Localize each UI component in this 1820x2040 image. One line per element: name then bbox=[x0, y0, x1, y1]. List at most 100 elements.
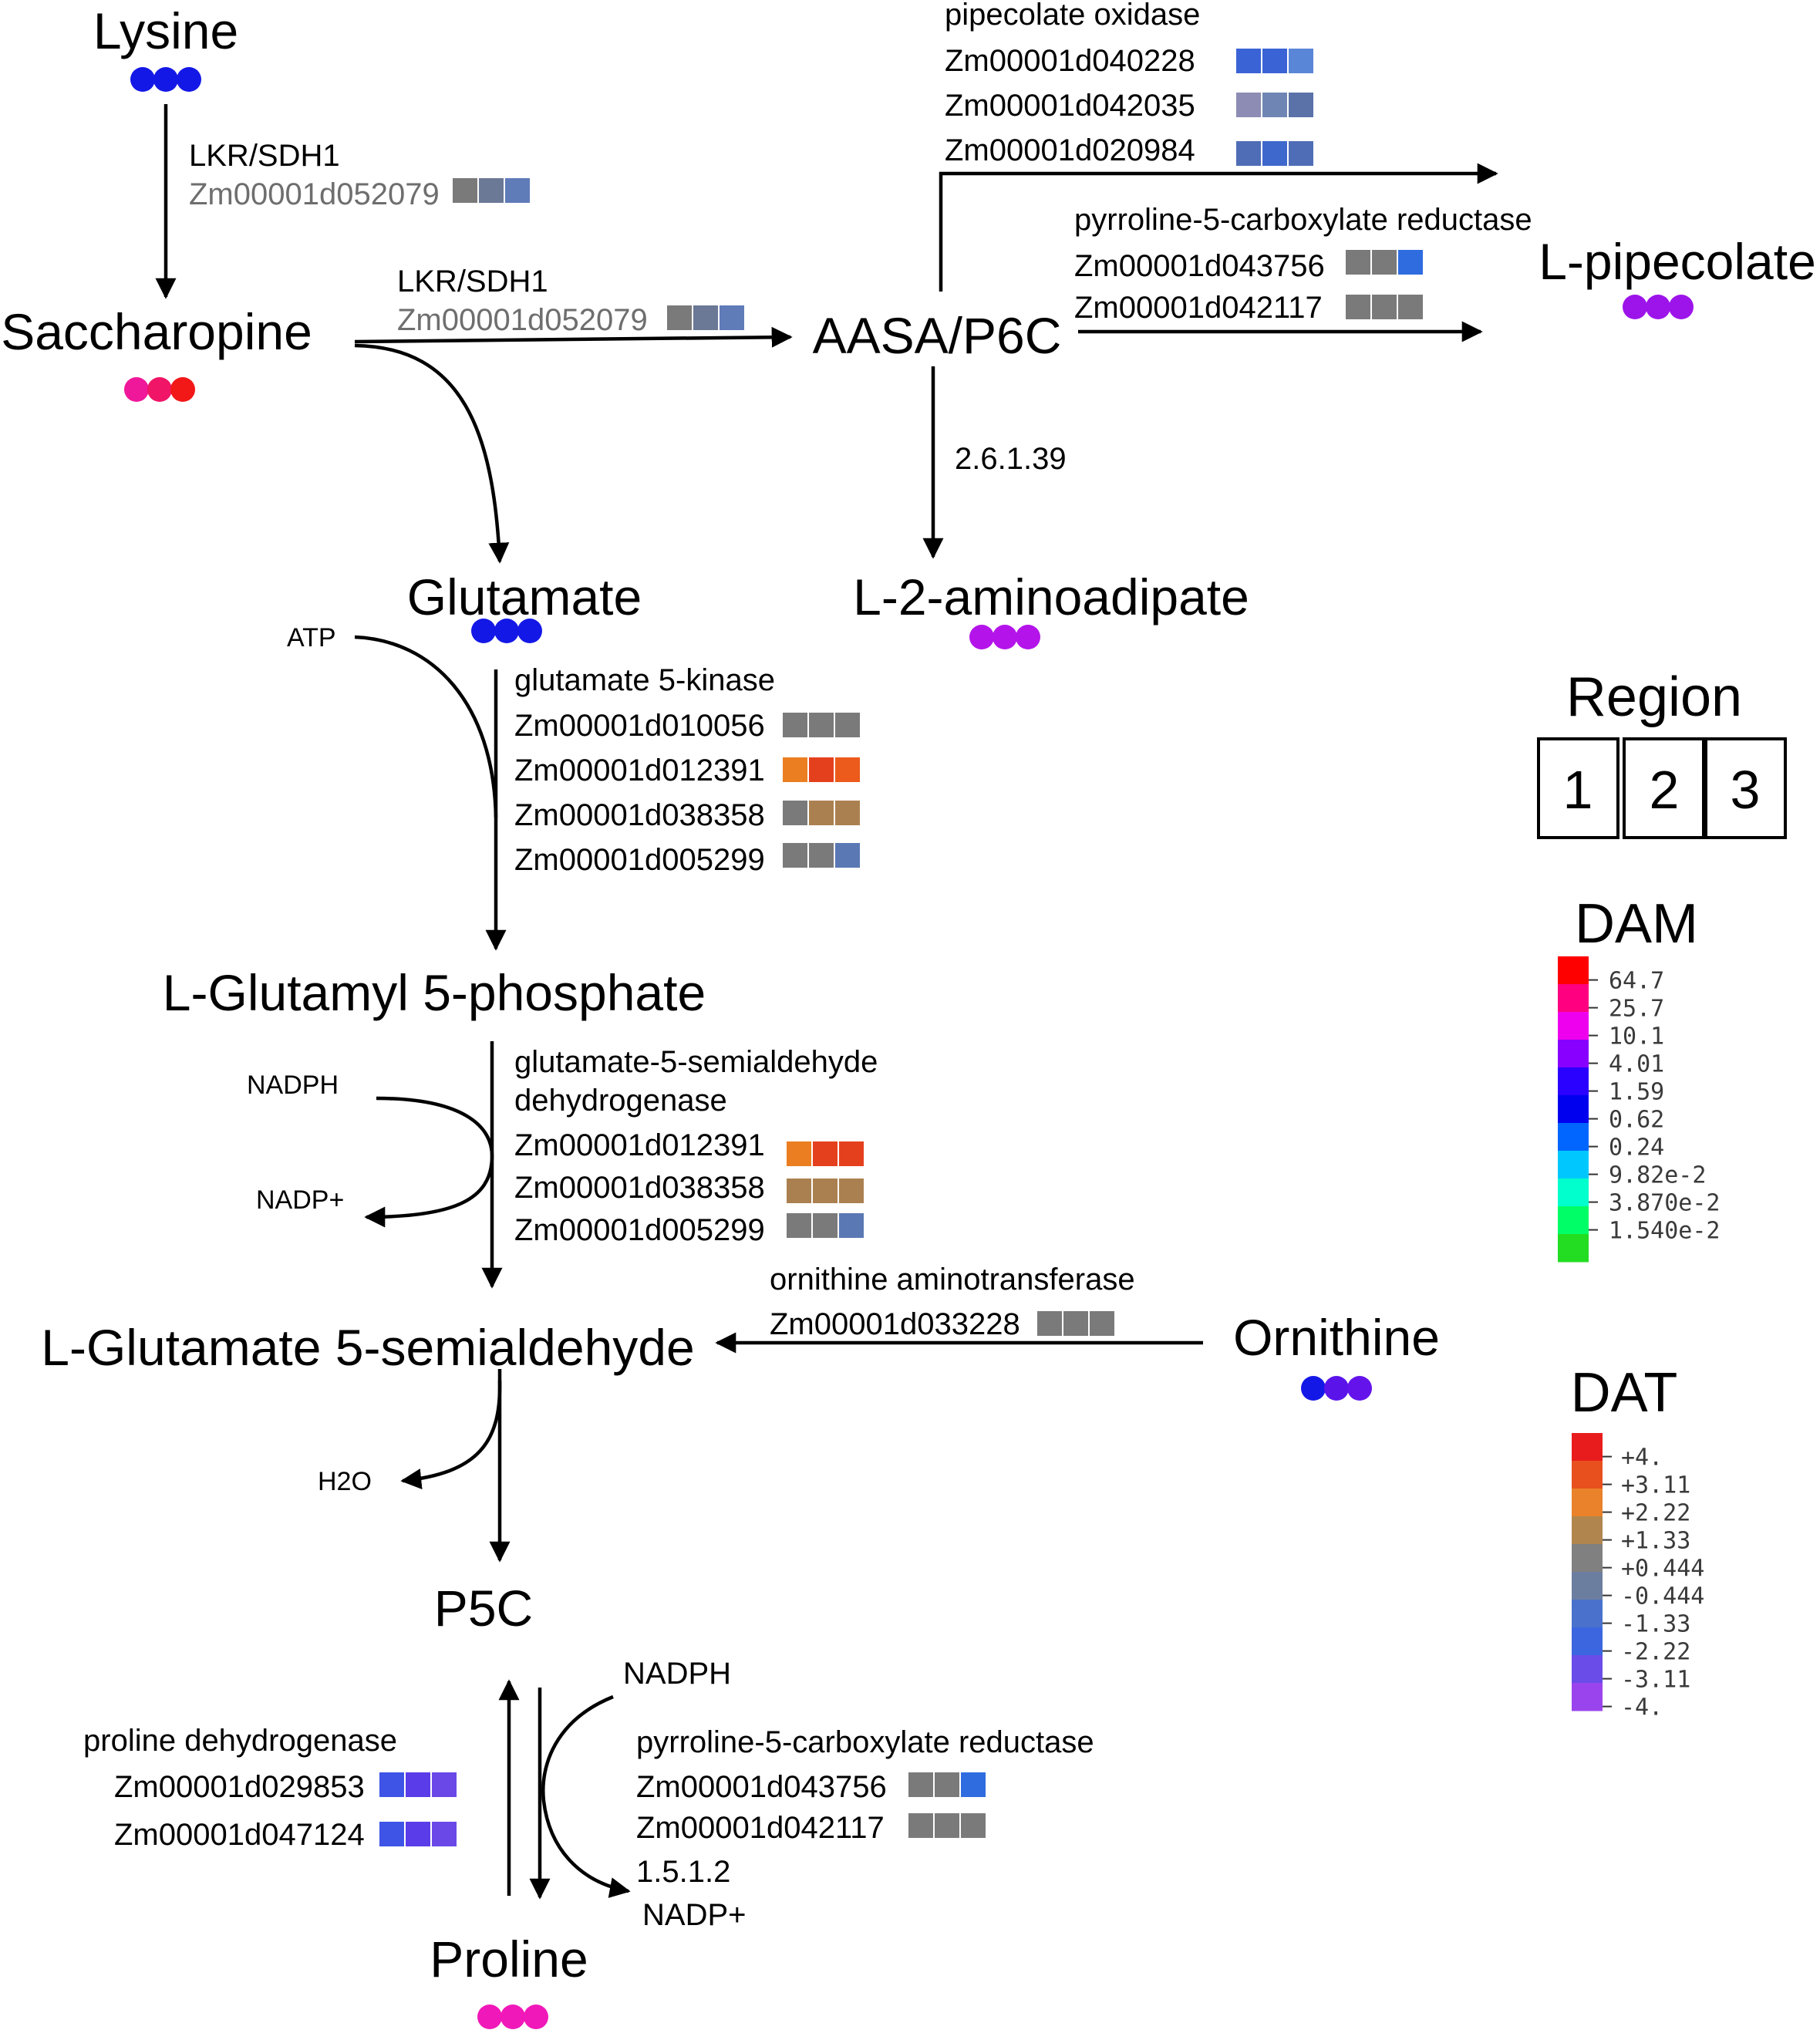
expression-heat bbox=[379, 1772, 457, 1797]
gene-id: Zm00001d005299 bbox=[514, 843, 765, 877]
expression-cell-region-1 bbox=[453, 178, 477, 203]
metabolite-lysine: Lysine bbox=[93, 2, 238, 92]
abundance-dot-region-2 bbox=[993, 625, 1017, 649]
gene-id: Zm00001d038358 bbox=[514, 1171, 765, 1205]
enzyme-title: ornithine aminotransferase bbox=[770, 1263, 1135, 1296]
expression-cell-region-3 bbox=[1398, 250, 1423, 275]
abundance-dots bbox=[477, 2005, 548, 2029]
expression-heat bbox=[1236, 93, 1313, 117]
dam-color-scale: 64.725.710.14.011.590.620.249.82e-23.870… bbox=[1558, 956, 1721, 1263]
abundance-dots bbox=[124, 377, 195, 402]
expression-cell-region-1 bbox=[379, 1822, 404, 1846]
gene-row: Zm00001d040228 bbox=[945, 44, 1313, 78]
abundance-dot-region-3 bbox=[1347, 1376, 1372, 1401]
arrow-h2o bbox=[400, 1380, 502, 1489]
metabolite-saccharopine: Saccharopine bbox=[1, 303, 312, 402]
gene-row: Zm00001d042117 bbox=[636, 1811, 986, 1845]
cofactors: ATP NADPH NADP+ H2O NADPH 1.5.1.2 NADP+ bbox=[247, 623, 747, 1932]
expression-cell-region-2 bbox=[809, 843, 834, 868]
expression-heat bbox=[1346, 250, 1423, 275]
expression-cell-region-1 bbox=[667, 305, 692, 330]
expression-cell-region-1 bbox=[1236, 93, 1261, 117]
scale-swatch bbox=[1572, 1627, 1603, 1656]
scale-label: 10.1 bbox=[1609, 1023, 1664, 1050]
gene-row: Zm00001d020984 bbox=[945, 133, 1313, 167]
scale-swatch bbox=[1558, 1123, 1589, 1152]
scale-swatch bbox=[1558, 1095, 1589, 1124]
expression-heat bbox=[1236, 49, 1313, 73]
reaction-arrows bbox=[155, 104, 1498, 1900]
expression-cell-region-2 bbox=[1262, 141, 1287, 166]
enzyme-title: glutamate 5-kinase bbox=[514, 663, 775, 697]
abundance-dot-region-2 bbox=[501, 2005, 525, 2029]
abundance-dot-region-1 bbox=[471, 619, 496, 643]
expression-cell-region-3 bbox=[839, 1141, 864, 1166]
cofactor-h2o: H2O bbox=[318, 1467, 372, 1496]
abundance-dot-region-2 bbox=[147, 377, 172, 402]
expression-cell-region-3 bbox=[432, 1822, 457, 1846]
region-box-2 bbox=[1623, 737, 1705, 839]
expression-cell-region-3 bbox=[720, 305, 744, 330]
gene-id: Zm00001d012391 bbox=[514, 1128, 765, 1162]
expression-cell-region-2 bbox=[693, 305, 718, 330]
gene-row: Zm00001d033228 bbox=[770, 1307, 1114, 1341]
expression-cell-region-2 bbox=[1372, 250, 1397, 275]
scale-swatch bbox=[1558, 1178, 1589, 1207]
gene-row: Zm00001d010056 bbox=[514, 709, 860, 743]
scale-swatch bbox=[1572, 1489, 1603, 1517]
scale-label: 0.62 bbox=[1609, 1107, 1664, 1134]
gene-row: Zm00001d012391 bbox=[514, 1128, 864, 1166]
expression-cell-region-3 bbox=[839, 1213, 864, 1238]
expression-cell-region-2 bbox=[809, 713, 834, 737]
metabolite-name: Ornithine bbox=[1233, 1309, 1440, 1366]
expression-cell-region-3 bbox=[1090, 1311, 1114, 1336]
abundance-dots bbox=[1623, 295, 1694, 319]
gene-id: Zm00001d020984 bbox=[945, 133, 1195, 167]
expression-heat bbox=[453, 178, 530, 203]
expression-cell-region-2 bbox=[1262, 49, 1287, 73]
expression-cell-region-3 bbox=[839, 1178, 864, 1203]
gene-id: Zm00001d005299 bbox=[514, 1213, 765, 1247]
region-box-1 bbox=[1537, 737, 1619, 839]
arrow-atp bbox=[354, 635, 498, 818]
expression-cell-region-3 bbox=[961, 1772, 986, 1797]
scale-swatch bbox=[1558, 1012, 1589, 1040]
arrow-aasa-pipecolate-oxidase bbox=[939, 163, 1498, 292]
expression-cell-region-2 bbox=[1262, 93, 1287, 117]
gene-id: Zm00001d043756 bbox=[1074, 249, 1325, 283]
legend: Region 1 2 3 DAM 64.725.710.14.011.590.6… bbox=[1537, 666, 1787, 1721]
enzyme-g5s-dehydrogenase: glutamate-5-semialdehyde dehydrogenase Z… bbox=[514, 1045, 878, 1247]
expression-cell-region-3 bbox=[835, 713, 860, 737]
metabolite-proline: Proline bbox=[430, 1930, 588, 2029]
ec-2-6-1-39: 2.6.1.39 bbox=[955, 442, 1067, 476]
arrow-saccharopine-glutamate bbox=[354, 343, 510, 564]
scale-label: 0.24 bbox=[1609, 1135, 1664, 1162]
expression-cell-region-2 bbox=[406, 1772, 430, 1797]
metabolite-aasa: AASA/P6C bbox=[813, 307, 1062, 364]
expression-cell-region-1 bbox=[783, 843, 807, 868]
expression-heat bbox=[1346, 295, 1423, 319]
expression-heat bbox=[787, 1213, 864, 1238]
metabolite-ornithine: Ornithine bbox=[1233, 1309, 1440, 1401]
scale-label: 1.59 bbox=[1609, 1079, 1664, 1106]
scale-swatch bbox=[1558, 1206, 1589, 1235]
gene-id: Zm00001d010056 bbox=[514, 709, 765, 743]
enzyme-pipecolate-oxidase: pipecolate oxidase Zm00001d040228 Zm0000… bbox=[945, 0, 1313, 167]
expression-cell-region-3 bbox=[1289, 49, 1313, 73]
region-box-3 bbox=[1704, 737, 1787, 839]
scale-swatch bbox=[1558, 1234, 1589, 1263]
gene-id: Zm00001d040228 bbox=[945, 44, 1195, 78]
expression-cell-region-2 bbox=[809, 801, 834, 825]
scale-label: -1.33 bbox=[1621, 1611, 1690, 1638]
scale-swatch bbox=[1558, 1067, 1589, 1096]
expression-cell-region-3 bbox=[961, 1813, 986, 1838]
scale-swatch bbox=[1572, 1516, 1603, 1545]
gene-row: Zm00001d043756 bbox=[1074, 249, 1423, 283]
gene-id: Zm00001d052079 bbox=[397, 303, 648, 337]
scale-label: +0.444 bbox=[1621, 1556, 1704, 1583]
abundance-dot-region-3 bbox=[517, 619, 542, 643]
abundance-dot-region-1 bbox=[969, 625, 994, 649]
expression-heat bbox=[783, 843, 860, 868]
scale-label: -0.444 bbox=[1621, 1583, 1704, 1610]
